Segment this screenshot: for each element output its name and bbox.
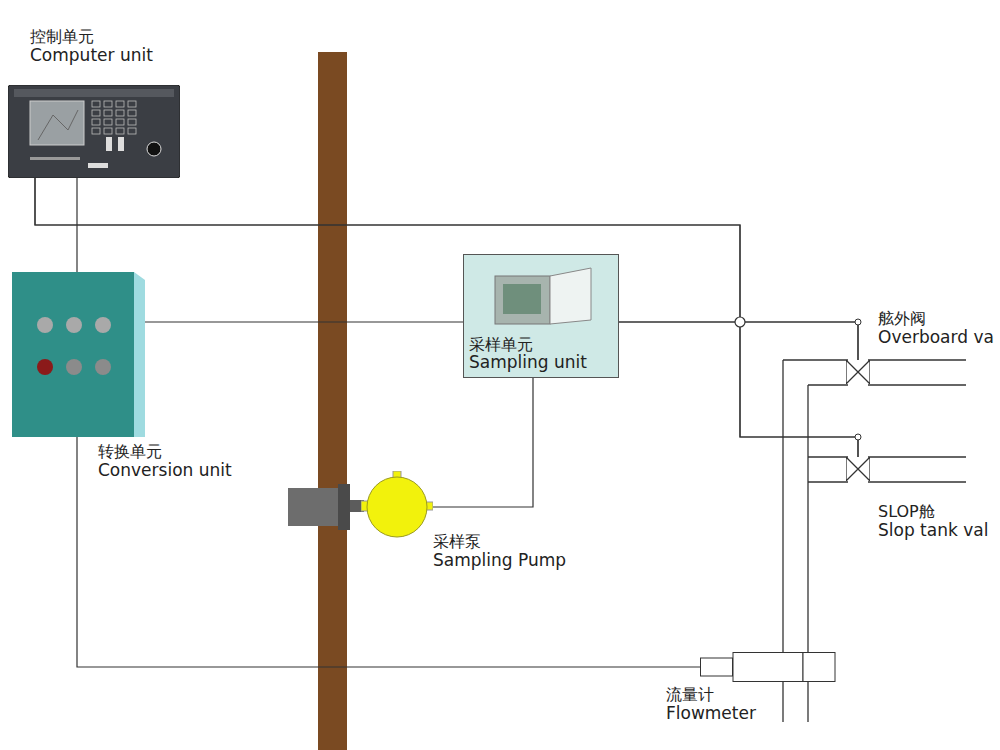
pump-flange [338,484,350,530]
label-chinese: 舷外阀 [878,310,994,328]
pipe-lines [783,360,966,722]
signal-wire [619,322,858,457]
slop-tank-valve: SLOP舱Slop tank val [846,457,870,481]
label-english: Sampling Pump [433,551,566,570]
label-english: Conversion unit [98,461,232,480]
signal-wire [433,378,533,507]
label-english: Slop tank val [878,521,988,540]
label-english: Computer unit [30,46,153,65]
shape-art [12,272,145,437]
node-caption: 转换单元Conversion unit [98,443,232,479]
sampling-pump: 采样泵Sampling Pump [361,471,433,543]
label-chinese: SLOP舱 [878,503,988,521]
signal-wire [77,437,700,667]
label-chinese: 采样单元 [469,336,587,354]
junction-dot [735,317,745,327]
signal-wire [35,178,858,360]
node-caption: 采样泵Sampling Pump [433,533,566,569]
terminal-dot [855,319,861,325]
node-caption: SLOP舱Slop tank val [878,503,988,539]
shape-art [846,360,870,384]
label-chinese: 转换单元 [98,443,232,461]
label-english: Flowmeter [666,704,756,723]
sampling-unit: 采样单元Sampling unit [463,254,619,378]
label-chinese: 采样泵 [433,533,566,551]
label-english: Sampling unit [469,353,587,372]
conversion-unit: 转换单元Conversion unit [12,272,145,437]
bulkhead [318,52,347,750]
shape-art [8,85,180,178]
computer-unit: 控制单元Computer unit [8,85,180,178]
pump-motor [288,488,338,526]
shape-art [700,652,836,682]
terminal-dot [855,434,861,440]
label-chinese: 流量计 [666,686,756,704]
label-english: Overboard va [878,328,994,347]
node-caption: 流量计Flowmeter [666,686,756,722]
node-caption: 采样单元Sampling unit [469,336,587,372]
signal-wire [619,322,858,360]
label-chinese: 控制单元 [30,28,153,46]
shape-art [846,457,870,481]
signal-wire [35,178,858,457]
node-caption: 舷外阀Overboard va [878,310,994,346]
node-caption: 控制单元Computer unit [30,28,153,64]
shape-art [361,471,433,543]
overboard-valve: 舷外阀Overboard va [846,360,870,384]
flowmeter: 流量计Flowmeter [700,652,836,682]
signal-wire [145,321,463,322]
